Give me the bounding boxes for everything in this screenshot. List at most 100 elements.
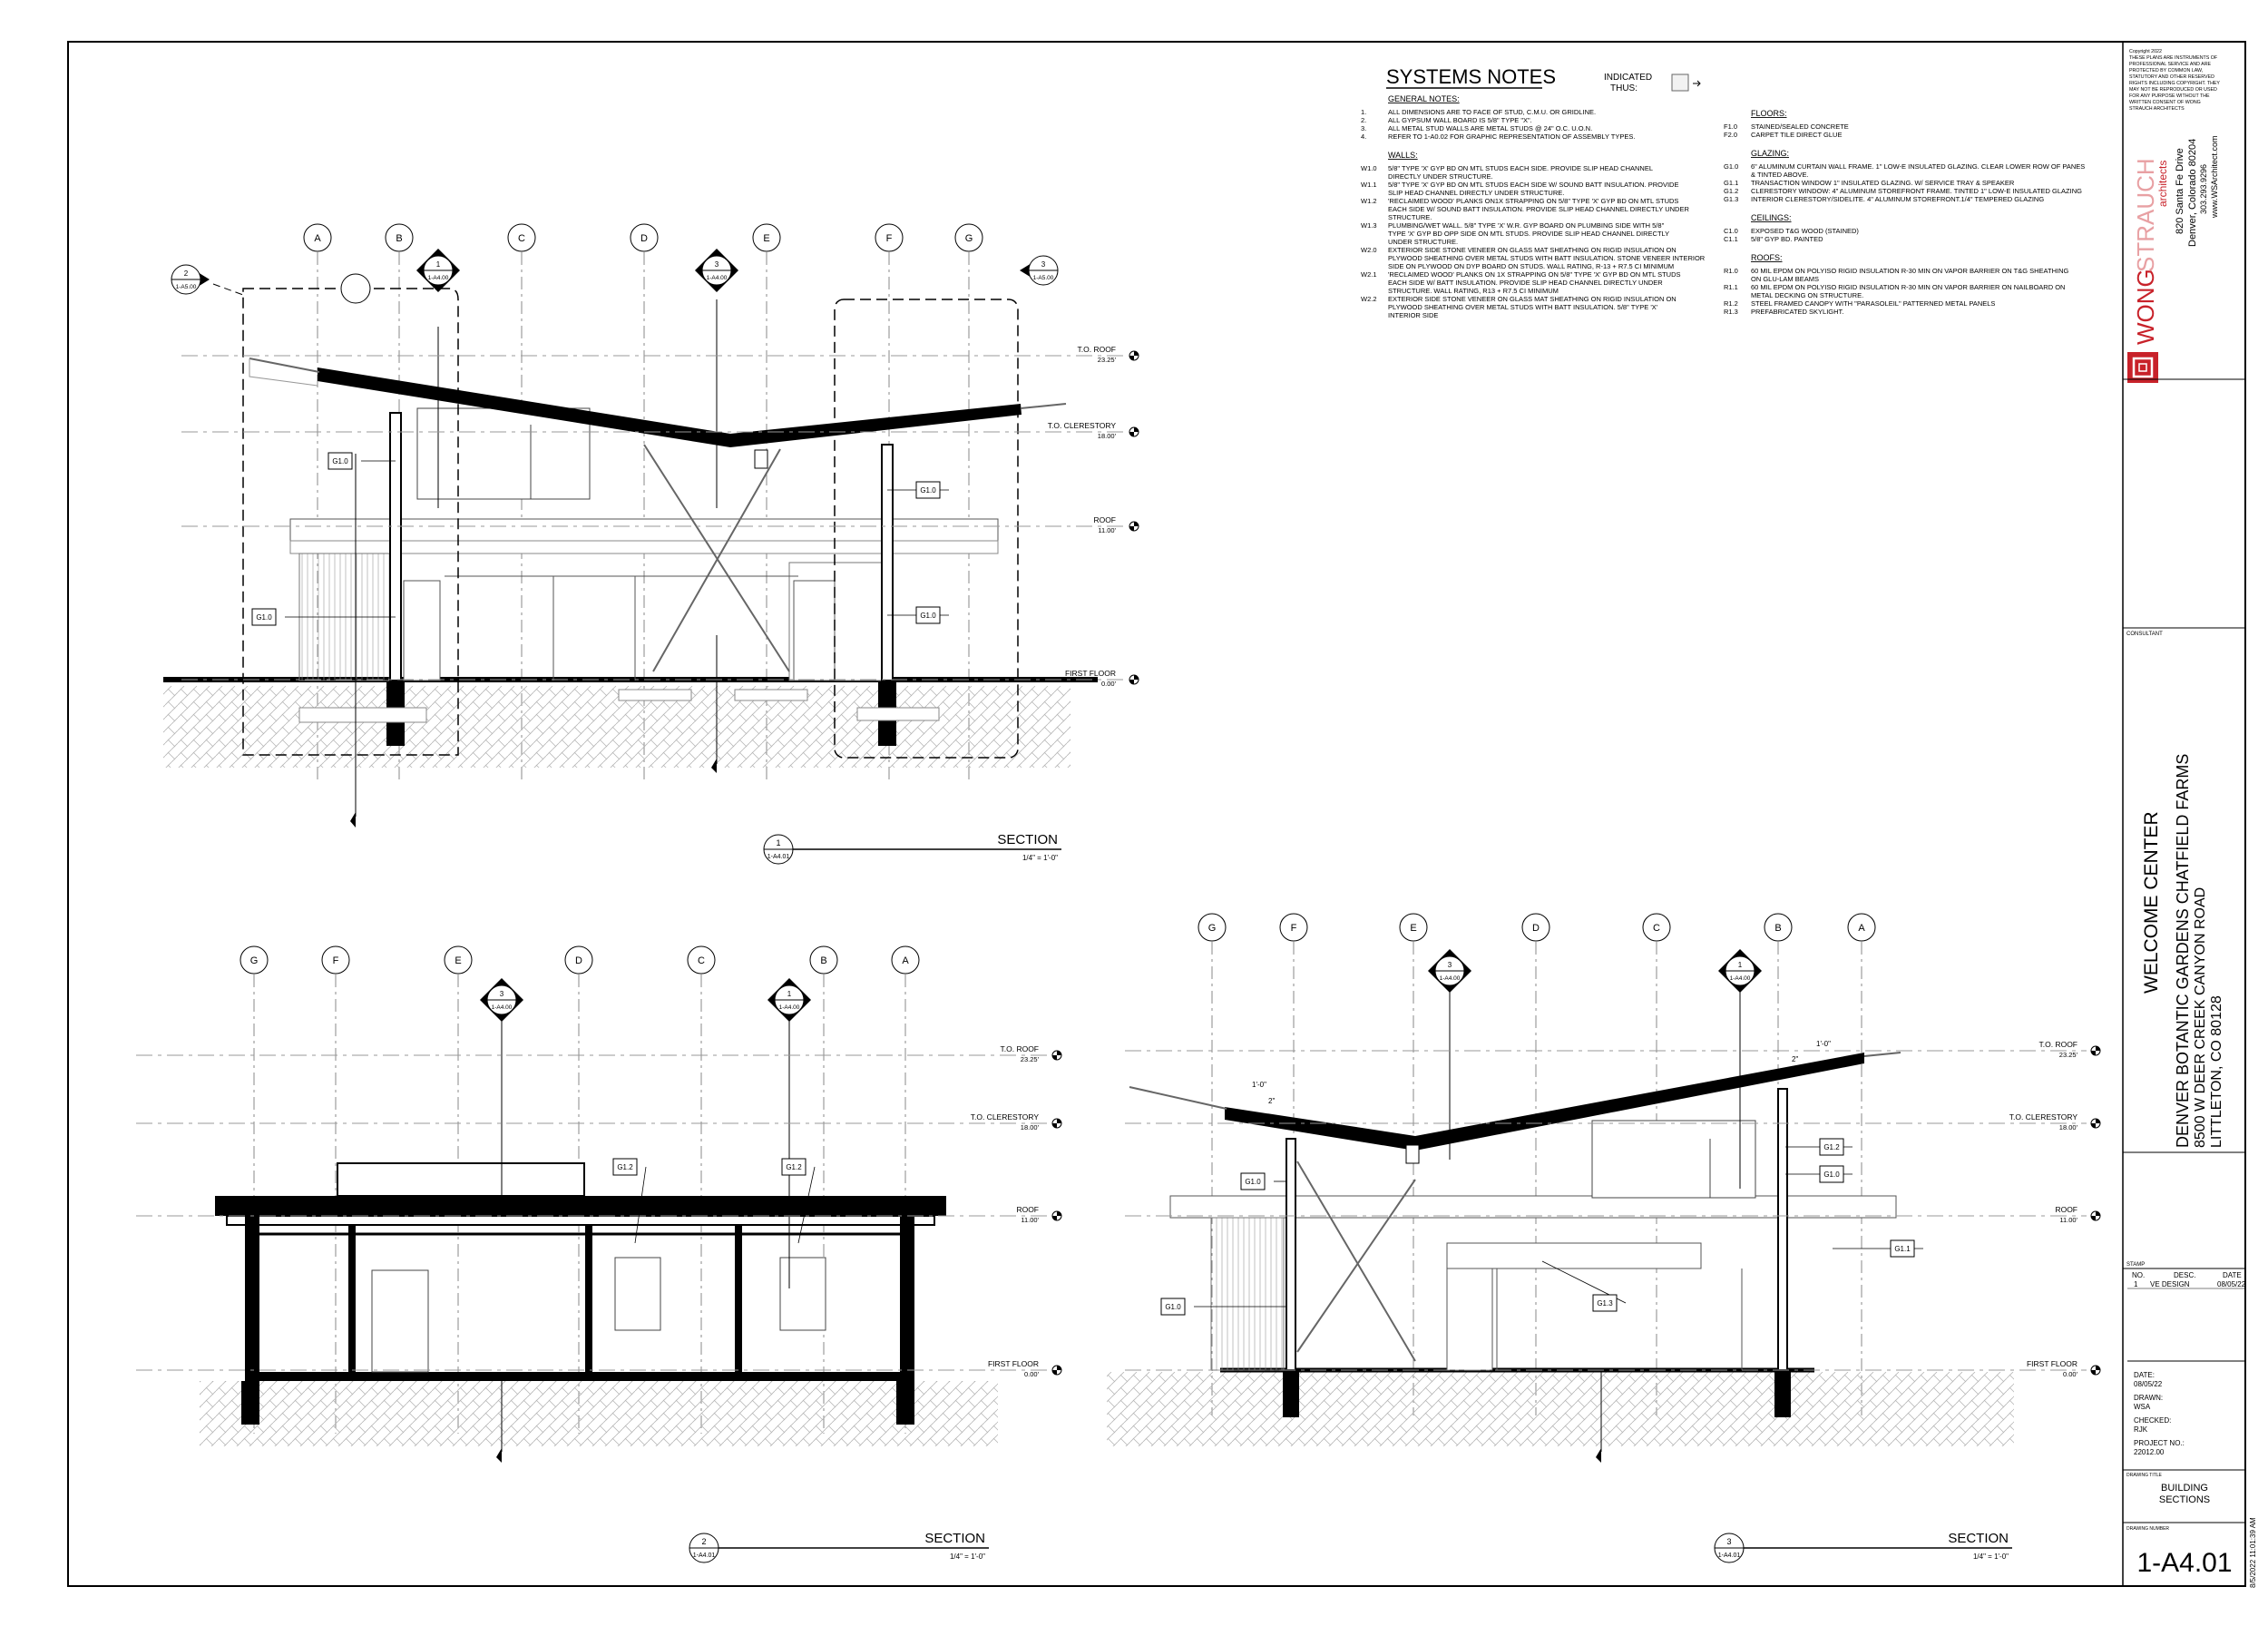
- callout-number: 1: [787, 990, 792, 998]
- note-number: C1.1: [1724, 235, 1738, 243]
- dimension-label: 2": [1268, 1097, 1275, 1105]
- note-text: 5/8" GYP BD. PAINTED: [1751, 235, 1823, 243]
- grid-bubble: [752, 223, 781, 252]
- note-text: 6" ALUMINUM CURTAIN WALL FRAME. 1" LOW-E…: [1751, 162, 2085, 171]
- grid-bubble: [564, 945, 593, 975]
- note-number: R1.3: [1724, 308, 1738, 316]
- callout-number: 1: [436, 260, 441, 269]
- grid-bubble: [954, 223, 983, 252]
- level-elevation: 0.00': [1101, 680, 1117, 688]
- rev-row-desc: VE DESIGN: [2150, 1280, 2190, 1288]
- grid-label: C: [698, 955, 705, 966]
- glazing-tag-label: G1.2: [1823, 1143, 1840, 1151]
- grid-bubble: [1279, 913, 1308, 942]
- section-3-title: SECTION: [1948, 1531, 2009, 1546]
- firm-phone: 303.293.9296: [2199, 164, 2208, 214]
- callout-number: 3: [715, 260, 719, 269]
- grid-bubble: [1642, 913, 1671, 942]
- callout-number: 3: [1041, 260, 1046, 269]
- level-name: T.O. CLERESTORY: [971, 1112, 1040, 1122]
- copyright-line: Copyright 2022: [2129, 49, 2162, 54]
- detail-boundary-left: [242, 288, 459, 756]
- notes-heading: GLAZING:: [1751, 149, 1789, 158]
- glazing-tag-label: G1.2: [617, 1163, 633, 1171]
- copyright-line: WRITTEN CONSENT OF WONG: [2129, 100, 2201, 105]
- note-number: F2.0: [1724, 131, 1737, 139]
- grid-label: G: [965, 233, 973, 244]
- level-name: FIRST FLOOR: [988, 1359, 1039, 1368]
- firm-name-b: STRAUCH: [2132, 158, 2159, 272]
- indicated-label-1: INDICATED: [1604, 73, 1652, 83]
- grid-label: C: [1653, 923, 1660, 934]
- grid-bubble: [630, 223, 659, 252]
- note-text: CARPET TILE DIRECT GLUE: [1751, 131, 1842, 139]
- grid-label: A: [902, 955, 909, 966]
- rev-head-no: NO.: [2132, 1271, 2145, 1279]
- grid-label: E: [763, 233, 769, 244]
- glazing-tag: [1160, 1298, 1186, 1316]
- glazing-tag-label: G1.0: [256, 613, 272, 622]
- note-text: EACH SIDE W/ SOUND BATT INSULATION. PROV…: [1388, 205, 1689, 213]
- copyright-line: FOR ANY PURPOSE WITHOUT THE: [2129, 93, 2210, 99]
- earth-fill: [163, 686, 1070, 768]
- glazing-tag-label: G1.0: [1245, 1178, 1261, 1186]
- grid-bubble: [240, 945, 269, 975]
- level-elevation: 11.00': [1098, 526, 1116, 534]
- note-text: ALL GYPSUM WALL BOARD IS 5/8" TYPE "X".: [1388, 116, 1532, 124]
- drawing-title-2: SECTIONS: [2159, 1494, 2210, 1505]
- glazing-tag: [1819, 1138, 1844, 1156]
- titleblock-field-value: WSA: [2134, 1403, 2151, 1411]
- level-name: T.O. ROOF: [2039, 1040, 2078, 1049]
- glazing-tag: [251, 608, 277, 626]
- grid-bubble: [444, 945, 473, 975]
- grid-label: D: [640, 233, 648, 244]
- glazing-tag: [612, 1158, 638, 1176]
- note-text: EXTERIOR SIDE STONE VENEER ON GLASS MAT …: [1388, 295, 1677, 303]
- note-text: 'RECLAIMED WOOD' PLANKS ON 1X STRAPPING …: [1388, 270, 1681, 279]
- glazing-tag-label: G1.0: [1165, 1303, 1181, 1311]
- note-number: 3.: [1361, 124, 1366, 132]
- note-text: 60 MIL EPDM ON POLYISO RIGID INSULATION …: [1751, 283, 2065, 291]
- grid-label: C: [518, 233, 525, 244]
- level-name: T.O. CLERESTORY: [2009, 1112, 2078, 1122]
- notes-heading: GENERAL NOTES:: [1388, 94, 1460, 103]
- titleblock-field-label: CHECKED:: [2134, 1416, 2171, 1425]
- note-text: ON GLU-LAM BEAMS: [1751, 275, 1819, 283]
- level-elevation: 11.00': [1021, 1216, 1039, 1224]
- level-name: T.O. ROOF: [1001, 1044, 1040, 1053]
- glazing-tag-label: G1.3: [1597, 1299, 1613, 1308]
- grid-label: F: [1291, 923, 1297, 934]
- section-3-tag-num: 3: [1726, 1537, 1731, 1546]
- grid-label: B: [820, 955, 826, 966]
- level-elevation: 18.00': [1098, 432, 1117, 440]
- firm-sub: architects: [2156, 161, 2169, 207]
- copyright-line: PROFESSIONAL SERVICE AND ARE: [2129, 62, 2212, 67]
- copyright-line: PROTECTED BY COMMON LAW,: [2129, 68, 2203, 73]
- level-name: ROOF: [2055, 1205, 2077, 1214]
- section-1-tag-sheet: 1-A4.01: [767, 854, 790, 860]
- note-text: CLERESTORY WINDOW: 4" ALUMINUM STOREFRON…: [1751, 187, 2082, 195]
- titleblock-field-value: 22012.00: [2134, 1448, 2165, 1456]
- consultant-label: CONSULTANT: [2126, 632, 2163, 637]
- level-name: T.O. ROOF: [1078, 345, 1117, 354]
- callout-number: 3: [1448, 961, 1452, 969]
- level-name: FIRST FLOOR: [2027, 1359, 2077, 1368]
- note-number: C1.0: [1724, 227, 1738, 235]
- notes-title: SYSTEMS NOTES: [1386, 65, 1556, 88]
- note-text: ALL METAL STUD WALLS ARE METAL STUDS @ 2…: [1388, 124, 1592, 132]
- roof-slab: [318, 367, 1022, 447]
- note-text: SIDE ON PLYWOOD ON DYP BOARD ON STUDS. W…: [1388, 262, 1674, 270]
- glazing-tag-label: G1.0: [920, 486, 936, 495]
- note-text: 60 MIL EPDM ON POLYISO RIGID INSULATION …: [1751, 267, 2069, 275]
- note-number: G1.1: [1724, 179, 1738, 187]
- note-text: INTERIOR SIDE: [1388, 311, 1438, 319]
- level-elevation: 11.00': [2059, 1216, 2077, 1224]
- dimension-label: 1'-0": [1252, 1081, 1266, 1089]
- grid-bubble: [303, 223, 332, 252]
- grid-bubble: [809, 945, 838, 975]
- note-number: 1.: [1361, 108, 1366, 116]
- note-number: R1.1: [1724, 283, 1738, 291]
- firm-address-2: Denver, Colorado 80204: [2187, 139, 2198, 247]
- level-elevation: 0.00': [1024, 1370, 1040, 1378]
